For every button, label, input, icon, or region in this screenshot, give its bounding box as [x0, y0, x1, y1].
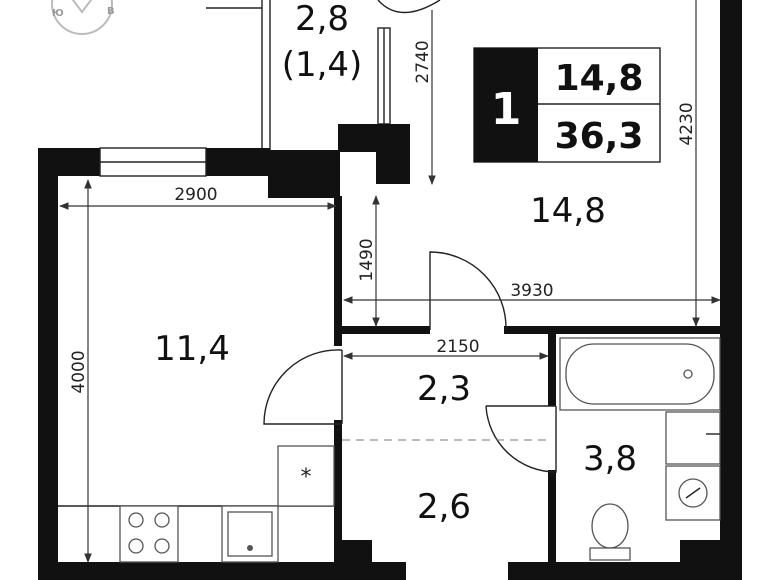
svg-text:*: *: [301, 465, 312, 490]
bedroom-width-label: 2900: [174, 185, 217, 205]
living-width-label: 3930: [510, 281, 553, 301]
room-count: 1: [491, 84, 522, 135]
toilet-icon: [589, 503, 631, 561]
balcony-reduced-area-label: (1,4): [282, 45, 363, 85]
balcony-area-label: 2,8: [295, 0, 349, 39]
doors: [263, 251, 557, 473]
living-room-area-label: 14,8: [530, 191, 606, 231]
hallway-area-label: 2,3: [417, 369, 471, 409]
bedroom-area-label: 11,4: [154, 329, 230, 369]
compass-south-label: Ю: [52, 8, 64, 19]
walls: [38, 0, 742, 580]
washing-machine-icon: [665, 465, 721, 521]
nook-depth-label: 1490: [357, 238, 377, 281]
dimension-lines: [59, 0, 721, 563]
bathroom-area-label: 3,8: [583, 439, 637, 479]
kitchen: *: [58, 445, 335, 563]
compass-east-label: В: [107, 6, 115, 17]
hallway-width-label: 2150: [436, 337, 479, 357]
bedroom-length-label: 4000: [69, 350, 89, 393]
compass-icon: Ю В: [51, 0, 115, 35]
area-badge: 1 14,8 36,3: [473, 47, 661, 163]
bathroom-fixtures: [559, 337, 721, 561]
living-depth-label: 4230: [677, 102, 697, 145]
balcony-depth-label: 2740: [413, 40, 433, 83]
washbasin-icon: [665, 411, 721, 465]
bathtub-icon: [559, 337, 721, 411]
bedroom-window: [99, 147, 207, 177]
rooms-badge-block: [474, 48, 538, 162]
stove-icon: [119, 505, 179, 563]
corridor-area-label: 2,6: [417, 487, 471, 527]
total-area-value: 36,3: [555, 116, 644, 157]
sink-icon: [221, 505, 279, 563]
living-area-value: 14,8: [555, 58, 644, 99]
